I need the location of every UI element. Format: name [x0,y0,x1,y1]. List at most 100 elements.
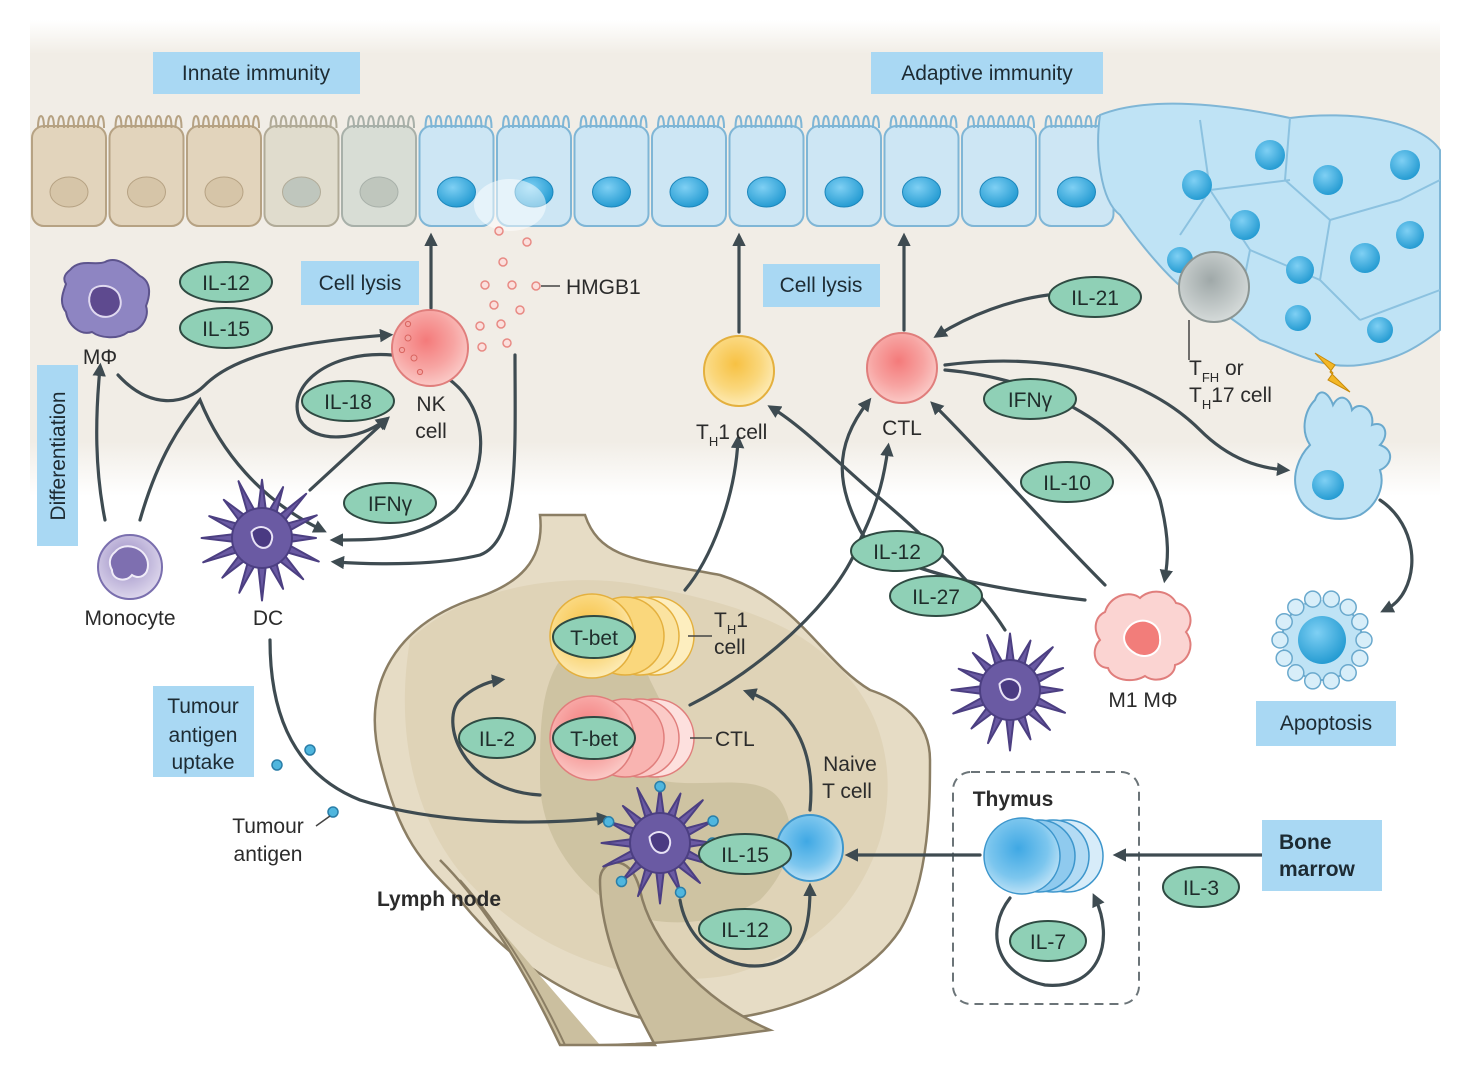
naive-label-line2: T cell [822,780,872,803]
thymus-cell-stack [983,817,1104,895]
naive-label-line1: Naive [823,753,877,776]
svg-text:IL-12: IL-12 [202,272,250,295]
macrophage-cell [60,259,151,339]
arrows [92,232,1414,987]
monocyte-cell [97,534,163,600]
svg-text:IL-15: IL-15 [721,844,769,867]
epithelial-cell [108,115,185,227]
th1-top-label: TH1 cell [696,421,767,449]
lymph-node-label: Lymph node [377,888,501,911]
m1-label: M1 MΦ [1108,689,1177,712]
hmgb1-label: HMGB1 [566,276,641,299]
adaptive-immunity-label: Adaptive immunity [901,62,1073,85]
pill-il12-ln: IL-12 [698,908,792,950]
pill-tbet-1: T-bet [552,615,636,659]
tumour-antigen-leader [315,815,331,827]
pill-il15-ln: IL-15 [698,833,792,875]
th1-ln-label-line2: cell [714,636,746,659]
dendritic-cell-right [950,632,1066,752]
m1-macrophage-cell [1093,590,1192,682]
thymus-box [952,771,1140,1005]
label-boxes: Innate immunity Adaptive immunity Cell l… [37,52,1396,891]
innate-immunity-box [153,52,360,94]
epithelial-cell [1038,115,1115,227]
dc-label: DC [253,607,283,630]
nk-cell [391,309,469,387]
dendritic-cell-lymph-node [600,780,719,905]
svg-text:IL-3: IL-3 [1183,877,1219,900]
th1-cell [703,335,775,407]
adaptive-immunity-box [871,52,1103,94]
cell-lysis-label-1: Cell lysis [319,272,402,295]
pill-il10: IL-10 [1020,461,1114,503]
svg-text:T-bet: T-bet [570,728,618,751]
svg-text:IL-7: IL-7 [1030,931,1066,954]
epithelial-cell [341,115,417,227]
pill-il27: IL-27 [889,575,983,617]
hmgb1-particles [475,226,541,352]
bone-marrow-box [1262,820,1382,891]
thymus-label: Thymus [973,788,1054,811]
tumour-uptake-line3: uptake [171,751,234,774]
epithelial-cell [728,115,805,227]
pill-il7: IL-7 [1009,920,1087,962]
tumour-cell [1294,391,1392,520]
th1-cell-stack [549,593,695,679]
pill-ifng-right: IFNγ [983,378,1077,420]
pill-tbet-2: T-bet [552,716,636,760]
svg-text:IL-21: IL-21 [1071,287,1119,310]
monocyte-label: Monocyte [84,607,175,630]
svg-text:IL-18: IL-18 [324,391,372,414]
tumour-antigen-particles [271,744,339,818]
apoptotic-cell [1271,590,1373,690]
innate-immunity-label: Innate immunity [182,62,331,85]
svg-text:IL-12: IL-12 [721,919,769,942]
nk-label-line1: NK [416,393,445,416]
epithelial-cell [186,115,262,227]
pill-il21: IL-21 [1048,276,1142,318]
tfh-label-line2: TH17 cell [1189,384,1272,412]
tumour-antigen-label-line1: Tumour [232,815,304,838]
epithelial-cell [806,115,882,227]
cytokine-pills: IL-12 IL-15 IL-18 IFNγ IL-21 IFNγ IL-10 [179,261,1240,962]
tumour-antigen-uptake-box [153,686,254,777]
dendritic-cell [200,478,320,602]
pill-il3: IL-3 [1162,866,1240,908]
svg-text:IL-27: IL-27 [912,586,960,609]
svg-text:IFNγ: IFNγ [368,493,413,516]
svg-text:IL-15: IL-15 [202,318,250,341]
svg-text:IL-2: IL-2 [479,728,515,751]
differentiation-label: Differentiation [47,391,70,520]
differentiation-box [37,365,78,546]
tumour-antigen-label-line2: antigen [234,843,303,866]
tfh-label-line1: TFH or [1189,357,1244,385]
ctl-cell [866,332,938,404]
pill-ifng-left: IFNγ [343,482,437,524]
pill-il12-mid: IL-12 [850,530,944,572]
epithelial-cell [31,115,107,227]
tumour-uptake-line1: Tumour [167,695,239,718]
pill-il18: IL-18 [301,380,395,422]
lightning-icon [1314,352,1351,393]
bone-marrow-line1: Bone [1279,831,1332,854]
apoptosis-label: Apoptosis [1280,712,1372,735]
bone-marrow-line2: marrow [1279,858,1356,881]
svg-text:IL-12: IL-12 [873,541,921,564]
macrophage-label: MΦ [83,346,117,369]
svg-text:IFNγ: IFNγ [1008,389,1053,412]
cell-labels: MΦ Monocyte DC NK cell HMGB1 TH1 cell CT… [83,276,1272,911]
epithelial-cell [573,115,650,227]
pill-il2: IL-2 [458,717,536,759]
pill-il12-top: IL-12 [179,261,273,303]
ctl-ln-label: CTL [715,728,755,751]
th1-ln-label-line1: TH1 [714,609,748,637]
cell-lysis-label-2: Cell lysis [780,274,863,297]
apoptosis-box [1256,701,1396,746]
cell-lysis-box-2 [763,264,880,307]
tfh-th17-cell [1178,251,1250,360]
svg-text:IL-10: IL-10 [1043,472,1091,495]
cell-lysis-box-1 [301,261,419,305]
pill-il15-top: IL-15 [179,307,273,349]
epithelial-cell [961,115,1037,227]
